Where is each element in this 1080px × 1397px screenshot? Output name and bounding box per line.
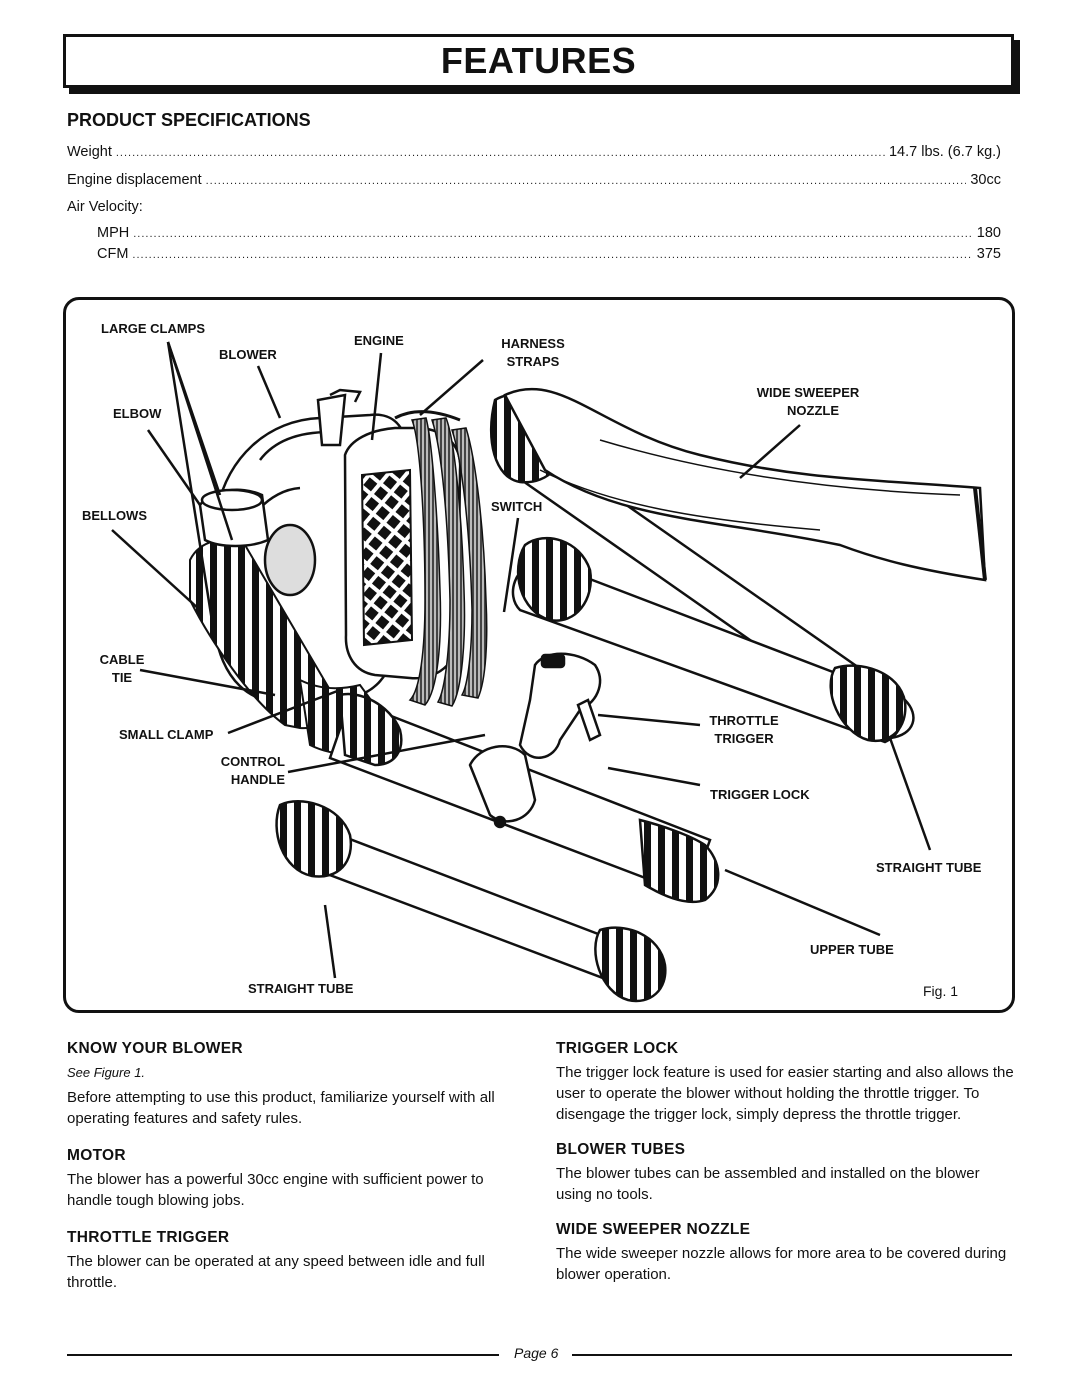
- label-line: TRIGGER: [714, 731, 774, 746]
- features-banner: FEATURES: [63, 34, 1014, 88]
- label-straight-tube-right: STRAIGHT TUBE: [876, 860, 982, 875]
- footer-rule-right: [572, 1354, 1012, 1356]
- label-trigger-lock: TRIGGER LOCK: [710, 787, 810, 802]
- left-column: KNOW YOUR BLOWER See Figure 1. Before at…: [67, 1040, 529, 1307]
- spec-label: Weight: [67, 144, 112, 160]
- spec-label: CFM: [97, 246, 129, 262]
- spec-value: 14.7 lbs. (6.7 kg.): [888, 144, 1001, 160]
- figure-label: Fig. 1: [923, 983, 959, 999]
- label-line: NOZZLE: [787, 403, 839, 418]
- spec-value: 180: [976, 225, 1001, 241]
- spec-engine: Engine displacement 30cc: [67, 172, 1001, 188]
- spec-value: 375: [976, 246, 1001, 262]
- specs-title: PRODUCT SPECIFICATIONS: [67, 110, 311, 130]
- label-wide-sweeper-nozzle: WIDE SWEEPER NOZZLE: [748, 384, 868, 420]
- section-heading: WIDE SWEEPER NOZZLE: [556, 1221, 751, 1238]
- label-control-handle: CONTROL HANDLE: [205, 753, 285, 789]
- label-line: WIDE SWEEPER: [756, 385, 860, 400]
- section-text: Before attempting to use this product, f…: [67, 1089, 495, 1127]
- label-harness-straps: HARNESS STRAPS: [485, 335, 581, 371]
- section-text: The blower tubes can be assembled and in…: [556, 1165, 980, 1203]
- spec-weight: Weight 14.7 lbs. (6.7 kg.): [67, 144, 1001, 160]
- section-heading: THROTTLE TRIGGER: [67, 1229, 230, 1246]
- section-heading: MOTOR: [67, 1147, 126, 1164]
- spec-cfm: CFM 375: [97, 246, 1001, 262]
- harness-straps: [394, 410, 488, 707]
- label-switch: SWITCH: [491, 499, 543, 514]
- spec-value: 30cc: [970, 172, 1001, 188]
- spec-label: MPH: [97, 225, 130, 241]
- label-small-clamp: SMALL CLAMP: [119, 727, 214, 742]
- section-text: The trigger lock feature is used for eas…: [556, 1064, 1014, 1123]
- label-line: STRAPS: [506, 354, 560, 369]
- figure-reference: See Figure 1.: [67, 1065, 146, 1080]
- section-heading: TRIGGER LOCK: [556, 1040, 679, 1057]
- label-line: HARNESS: [501, 336, 565, 351]
- label-blower: BLOWER: [219, 347, 277, 362]
- footer-rule-left: [67, 1354, 499, 1356]
- figure-box: [63, 297, 1015, 1013]
- label-elbow: ELBOW: [113, 406, 162, 421]
- label-engine: ENGINE: [354, 333, 404, 348]
- page-number: Page 6: [514, 1345, 559, 1361]
- section-text: The blower has a powerful 30cc engine wi…: [67, 1171, 484, 1209]
- control-handle: [468, 652, 602, 829]
- section-wide-sweeper-nozzle: WIDE SWEEPER NOZZLE The wide sweeper noz…: [556, 1221, 1018, 1285]
- straight-tube-middle: [511, 536, 907, 744]
- label-bellows: BELLOWS: [82, 508, 147, 523]
- section-text: The blower can be operated at any speed …: [67, 1253, 485, 1291]
- label-line: TIE: [111, 670, 133, 685]
- label-line: CONTROL: [220, 754, 285, 769]
- label-straight-tube-bottom: STRAIGHT TUBE: [248, 981, 354, 996]
- spec-label: Engine displacement: [67, 172, 202, 188]
- section-throttle-trigger: THROTTLE TRIGGER The blower can be opera…: [67, 1229, 529, 1293]
- air-velocity-label: Air Velocity:: [67, 199, 143, 215]
- section-text: The wide sweeper nozzle allows for more …: [556, 1245, 1007, 1283]
- section-know-your-blower: KNOW YOUR BLOWER See Figure 1. Before at…: [67, 1040, 529, 1129]
- label-line: THROTTLE: [709, 713, 779, 728]
- section-heading: BLOWER TUBES: [556, 1141, 686, 1158]
- spec-mph: MPH 180: [97, 225, 1001, 241]
- label-throttle-trigger: THROTTLE TRIGGER: [700, 712, 788, 748]
- label-upper-tube: UPPER TUBE: [810, 942, 894, 957]
- wide-sweeper-nozzle: [503, 387, 987, 582]
- label-line: HANDLE: [230, 772, 285, 787]
- section-motor: MOTOR The blower has a powerful 30cc eng…: [67, 1147, 529, 1211]
- straight-tube-bottom: [275, 800, 667, 1003]
- section-heading: KNOW YOUR BLOWER: [67, 1040, 243, 1057]
- page-title: FEATURES: [440, 40, 637, 81]
- section-trigger-lock: TRIGGER LOCK The trigger lock feature is…: [556, 1040, 1018, 1125]
- label-line: CABLE: [99, 652, 145, 667]
- section-blower-tubes: BLOWER TUBES The blower tubes can be ass…: [556, 1141, 1018, 1205]
- elbow: [198, 488, 270, 548]
- right-column: TRIGGER LOCK The trigger lock feature is…: [556, 1040, 1018, 1299]
- label-large-clamps: LARGE CLAMPS: [101, 321, 205, 336]
- leader-lines: [111, 341, 932, 979]
- label-cable-tie: CABLE TIE: [92, 651, 152, 687]
